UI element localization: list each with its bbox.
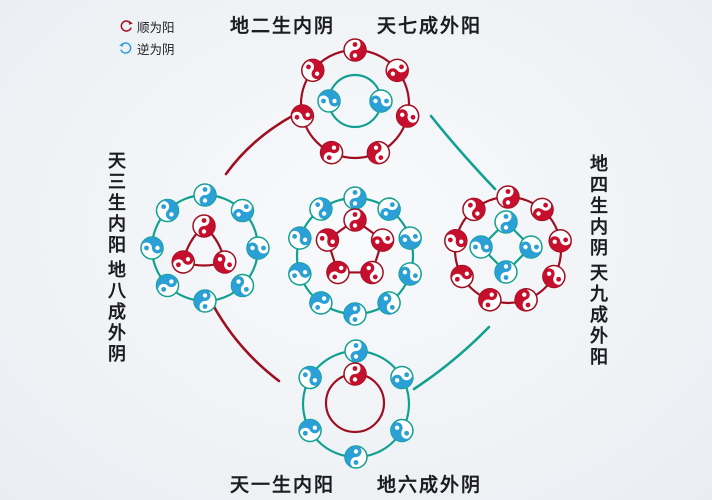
yang-swirl xyxy=(301,58,325,83)
yin-swirl xyxy=(377,197,401,221)
yang-swirl xyxy=(450,264,474,289)
label-top-inner: 地二生内阴 xyxy=(229,16,335,37)
yin-swirl xyxy=(155,273,180,298)
yang-swirl xyxy=(343,208,367,232)
yang-swirl xyxy=(366,140,391,165)
yin-swirl xyxy=(140,236,164,260)
yang-swirl xyxy=(213,250,237,274)
label-right-inner: 地四生内阴 xyxy=(588,154,608,259)
yin-swirl xyxy=(469,235,493,259)
legend: 顺为阳 逆为阴 xyxy=(119,17,175,58)
yin-swirl xyxy=(317,89,341,113)
yin-swirl xyxy=(309,291,333,315)
yang-swirl xyxy=(530,197,554,222)
yang-swirl xyxy=(395,104,420,128)
yin-swirl xyxy=(344,445,368,469)
label-left-outer: 地八成外阴 xyxy=(106,260,126,365)
yin-swirl xyxy=(390,418,414,443)
yin-swirl xyxy=(343,186,367,210)
connector-bottom-right xyxy=(412,325,491,391)
yin-swirl xyxy=(398,226,422,250)
connector-top-left xyxy=(224,113,296,176)
yang-swirl xyxy=(548,229,572,253)
yang-swirl xyxy=(343,38,367,62)
label-top-outer: 天七成外阳 xyxy=(377,16,483,37)
legend-row-clockwise: 顺为阳 xyxy=(119,17,175,36)
yang-swirl xyxy=(360,260,384,285)
yin-swirl xyxy=(344,339,368,363)
yin-swirl xyxy=(155,198,180,223)
legend-row-counterclockwise: 逆为阴 xyxy=(119,39,175,58)
yang-swirl xyxy=(171,250,195,274)
yin-swirl xyxy=(298,418,322,443)
yin-swirl xyxy=(390,365,414,390)
connector-left-bottom xyxy=(211,303,281,383)
legend-counter-label: 逆为阴 xyxy=(137,43,175,57)
label-left-inner: 天三生内阳 xyxy=(106,151,126,256)
yin-swirl xyxy=(377,291,401,315)
yin-swirl xyxy=(369,89,393,113)
legend-clockwise-label: 顺为阳 xyxy=(137,21,175,35)
yang-swirl xyxy=(343,362,367,386)
yin-swirl xyxy=(230,273,255,298)
yin-swirl xyxy=(193,289,217,313)
yang-swirl xyxy=(542,264,566,289)
yang-swirl xyxy=(315,228,340,252)
yin-swirl xyxy=(398,262,422,286)
label-top: 地二生内阴 天七成外阳 xyxy=(0,11,712,38)
connector-top-right xyxy=(429,114,497,191)
yang-swirl xyxy=(326,260,350,285)
yang-swirl xyxy=(192,214,216,238)
yang-swirl xyxy=(319,140,344,165)
yin-swirl xyxy=(246,236,270,260)
yin-swirl xyxy=(230,198,255,223)
yin-swirl xyxy=(288,226,312,250)
label-bottom-outer: 地六成外阴 xyxy=(377,475,483,496)
yang-swirl xyxy=(478,288,502,312)
yin-swirl xyxy=(494,210,518,234)
yang-swirl xyxy=(385,58,409,83)
yin-swirl xyxy=(494,260,518,284)
yang-swirl xyxy=(444,229,468,253)
yin-swirl xyxy=(343,302,367,326)
left-inner-triangle xyxy=(181,224,227,267)
yin-swirl xyxy=(519,235,543,259)
yin-swirl xyxy=(288,262,312,286)
label-bottom-inner: 天一生内阳 xyxy=(229,475,335,496)
clockwise-arrow-icon xyxy=(120,19,133,32)
yang-swirl xyxy=(290,104,315,128)
yang-swirl xyxy=(462,197,486,222)
counterclockwise-arrow-icon xyxy=(119,41,132,54)
yin-swirl xyxy=(193,183,217,207)
yin-swirl xyxy=(298,365,322,390)
label-right-outer: 天九成外阳 xyxy=(588,263,608,368)
yin-swirl xyxy=(309,197,333,221)
yang-swirl xyxy=(496,185,520,209)
label-bottom: 天一生内阳 地六成外阴 xyxy=(0,470,712,497)
yang-swirl xyxy=(370,228,395,252)
yang-swirl xyxy=(514,288,538,312)
